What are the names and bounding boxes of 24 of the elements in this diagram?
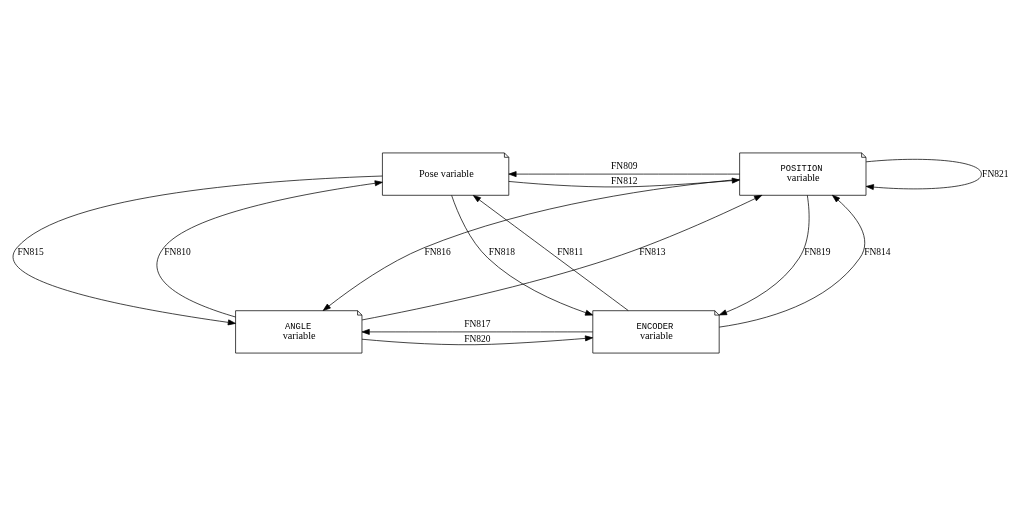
arrow bbox=[718, 195, 810, 316]
arrow bbox=[472, 195, 629, 311]
arrow bbox=[865, 159, 982, 190]
edge-label: FN819 bbox=[804, 247, 831, 258]
edge-label: FN812 bbox=[611, 175, 638, 186]
edge-label: FN820 bbox=[464, 333, 491, 344]
arrow bbox=[718, 194, 866, 328]
edge-label: FN813 bbox=[639, 247, 666, 258]
edge-label: FN817 bbox=[464, 319, 491, 330]
edge-label: FN818 bbox=[488, 247, 516, 258]
arrow bbox=[361, 335, 594, 346]
edge-label: FN810 bbox=[164, 247, 191, 258]
arrow bbox=[451, 195, 594, 316]
edge-label: FN814 bbox=[864, 247, 891, 258]
arrow bbox=[508, 171, 740, 178]
edge-label: FN815 bbox=[17, 247, 44, 258]
arrow bbox=[156, 180, 383, 318]
edge-label: FN811 bbox=[557, 247, 584, 258]
arrow bbox=[361, 195, 763, 321]
edge-label: FN809 bbox=[611, 161, 638, 172]
arrow bbox=[361, 328, 594, 335]
arrow bbox=[12, 175, 383, 326]
edge-label: FN821 bbox=[982, 168, 1009, 179]
edge-label: FN816 bbox=[424, 247, 451, 258]
